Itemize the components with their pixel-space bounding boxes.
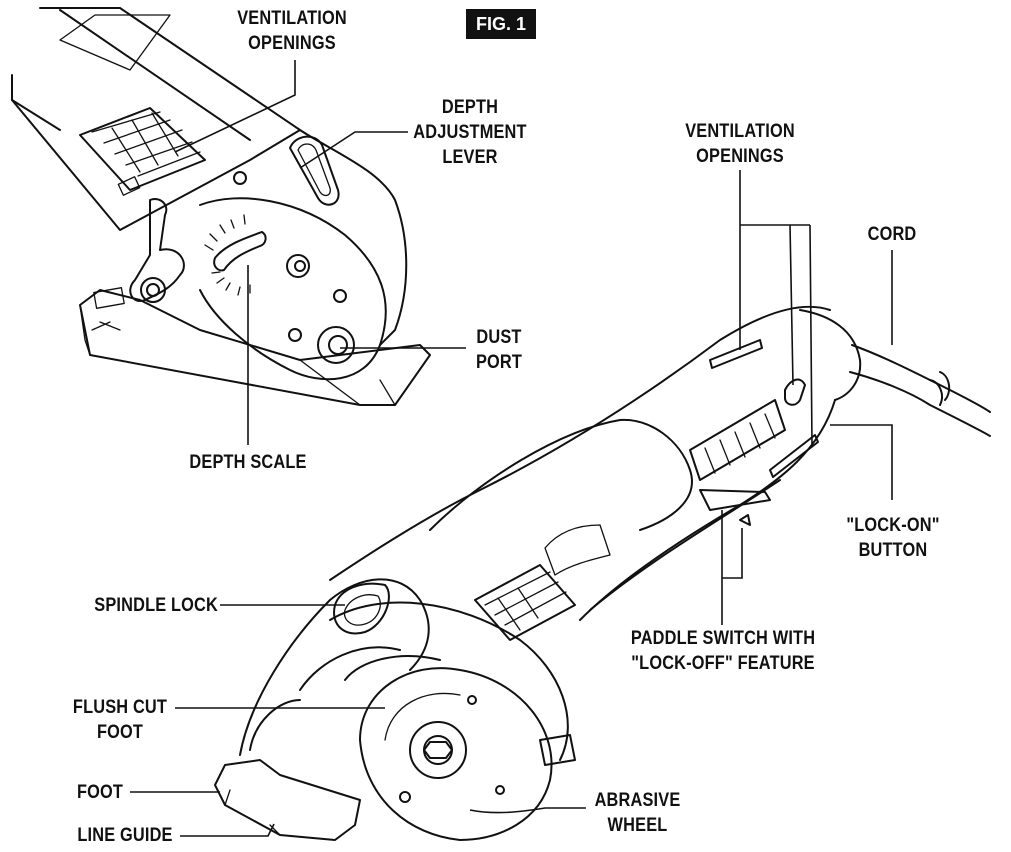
label-spindle-lock: SPINDLE LOCK	[94, 595, 218, 616]
inset-tool-head	[11, 7, 431, 406]
label-cord: CORD	[867, 224, 917, 245]
leader-lines	[130, 60, 893, 837]
label-lock-on-button: "LOCK-ON"BUTTON	[846, 515, 940, 561]
main-tool-body	[214, 305, 991, 841]
label-depth-scale: DEPTH SCALE	[189, 452, 307, 473]
figure-badge: FIG. 1	[466, 9, 536, 39]
label-paddle-switch: PADDLE SWITCH WITH"LOCK-OFF" FEATURE	[630, 628, 816, 674]
label-foot: FOOT	[76, 782, 124, 803]
label-line-guide: LINE GUIDE	[77, 825, 173, 846]
